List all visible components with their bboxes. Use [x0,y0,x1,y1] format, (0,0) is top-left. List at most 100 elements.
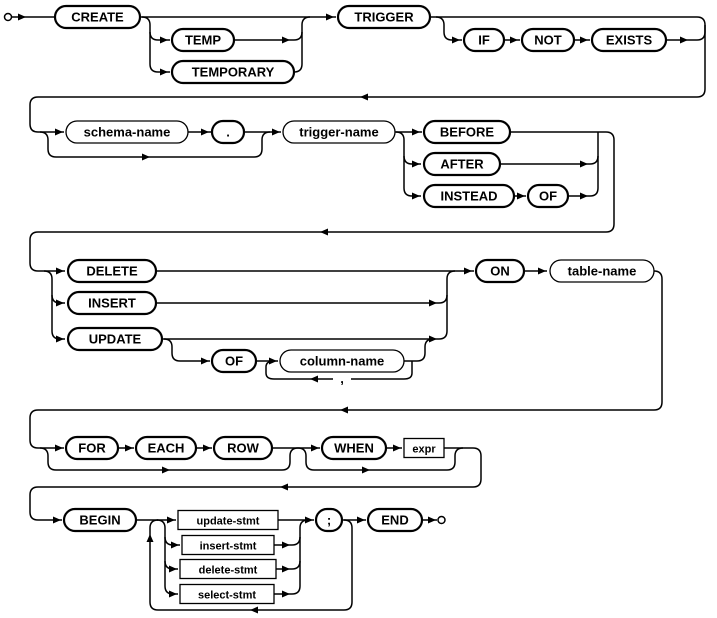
node-keyword-update: UPDATE [66,326,164,352]
not-oval [520,27,576,53]
instead-oval [422,183,516,209]
arrowheads [18,13,688,614]
node-keyword-before: BEFORE [422,119,512,145]
of2-label: OF [225,354,243,369]
exists-label: EXISTS [606,33,653,48]
node-ref-insert-stmt[interactable]: insert-stmt [181,534,275,556]
node-keyword-for: FOR [64,435,120,461]
node-keyword-not: NOT [520,27,576,53]
node-keyword-instead: INSTEAD [422,183,516,209]
node-nonterminal-table-name: table-name [549,259,655,283]
trigger-label: TRIGGER [354,10,414,25]
update-label: UPDATE [89,332,142,347]
node-literal-semicolon: ; [314,507,344,533]
end-terminal-icon [437,515,446,525]
node-keyword-temp: TEMP [170,27,236,53]
delete-stmt-label: delete-stmt [199,565,258,577]
node-keyword-trigger: TRIGGER [336,4,432,30]
node-keyword-delete: DELETE [66,258,158,284]
node-keyword-exists: EXISTS [590,27,668,53]
instead-label: INSTEAD [440,189,497,204]
node-keyword-if: IF [462,27,506,53]
delete-oval [66,258,158,284]
insert-stmt-label: insert-stmt [200,541,257,553]
node-keyword-when: WHEN [320,435,388,461]
if-label: IF [478,33,490,48]
delete-label: DELETE [86,264,138,279]
end-label: END [381,513,408,528]
before-label: BEFORE [440,125,495,140]
create-label: CREATE [71,10,124,25]
column-name-oval [279,349,405,373]
trigger-oval [336,4,432,30]
table-name-oval [549,259,655,283]
temp-oval [170,27,236,53]
temporary-oval [170,59,296,85]
if-oval [462,27,506,53]
comma-label: , [340,371,344,386]
for-oval [64,435,120,461]
semicolon-label: ; [327,513,331,528]
node-ref-expr[interactable]: expr [403,437,445,459]
expr-box[interactable] [403,437,445,459]
of2-oval [210,348,258,374]
node-keyword-after: AFTER [422,151,502,177]
node-nonterminal-column-name: column-name [279,349,405,373]
column-name-label: column-name [300,354,385,369]
node-nonterminal-schema-name: schema-name [65,120,189,144]
table-name-label: table-name [568,264,637,279]
begin-label: BEGIN [79,513,120,528]
semicolon-oval [314,507,344,533]
schema-name-oval [65,120,189,144]
on-label: ON [490,264,510,279]
of-label: OF [539,189,557,204]
start-terminal-icon [3,12,13,22]
node-ref-update-stmt[interactable]: update-stmt [177,509,279,531]
row-oval [212,435,274,461]
update-oval [66,326,164,352]
node-keyword-begin: BEGIN [62,507,138,533]
insert-stmt-box[interactable] [181,534,275,556]
insert-label: INSERT [88,296,136,311]
schema-name-label: schema-name [84,125,171,140]
create-oval [53,4,142,30]
node-keyword-end: END [366,507,424,533]
on-oval [474,258,526,284]
node-keyword-row: ROW [212,435,274,461]
node-nonterminal-trigger-name: trigger-name [282,120,396,144]
when-label: WHEN [334,441,374,456]
node-keyword-each: EACH [134,435,198,461]
node-keyword-create: CREATE [53,4,142,30]
select-stmt-label: select-stmt [198,590,256,602]
after-label: AFTER [440,157,484,172]
node-keyword-of-columns: OF [210,348,258,374]
of-oval [526,183,570,209]
temp-label: TEMP [185,33,221,48]
node-keyword-on: ON [474,258,526,284]
delete-stmt-box[interactable] [179,558,277,580]
begin-oval [62,507,138,533]
dot-oval [210,119,246,145]
temporary-label: TEMPORARY [192,65,275,80]
trigger-name-oval [282,120,396,144]
when-oval [320,435,388,461]
node-keyword-insert: INSERT [66,290,158,316]
after-oval [422,151,502,177]
expr-label: expr [412,444,436,456]
node-ref-select-stmt[interactable]: select-stmt [179,583,275,605]
each-oval [134,435,198,461]
node-literal-dot: . [210,119,246,145]
row-label: ROW [227,441,260,456]
select-stmt-box[interactable] [179,583,275,605]
exists-oval [590,27,668,53]
trigger-name-label: trigger-name [299,125,378,140]
insert-oval [66,290,158,316]
node-ref-delete-stmt[interactable]: delete-stmt [179,558,277,580]
node-keyword-temporary: TEMPORARY [170,59,296,85]
update-stmt-box[interactable] [177,509,279,531]
dot-label: . [226,125,230,140]
before-oval [422,119,512,145]
update-stmt-label: update-stmt [197,516,260,528]
